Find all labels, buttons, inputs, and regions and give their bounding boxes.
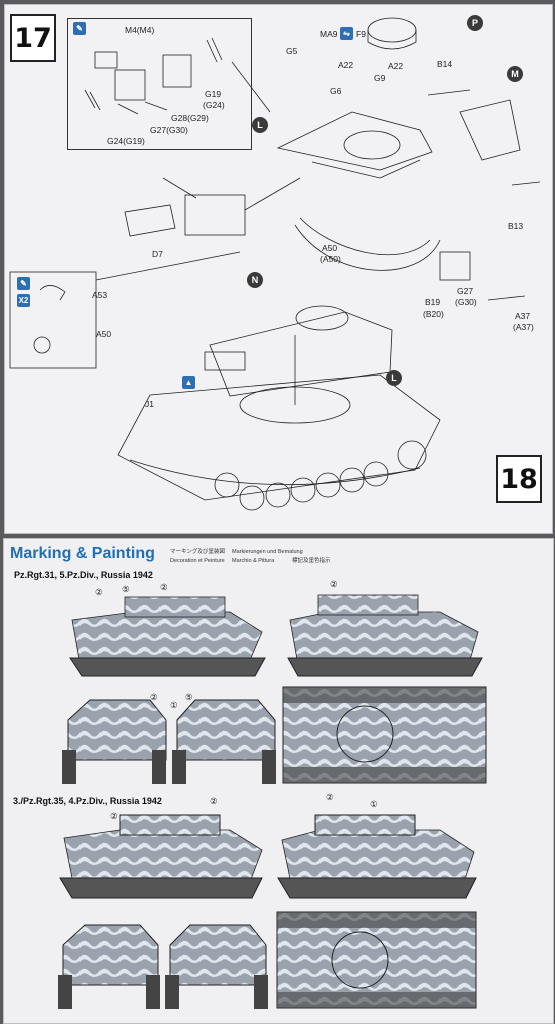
decal-number: ② xyxy=(330,579,338,589)
part-label-b19: B19 xyxy=(425,297,441,307)
part-label-g24-sub: (G24) xyxy=(203,100,225,110)
decal-number: ⑤ xyxy=(185,692,193,702)
decal-number: ⑤ xyxy=(122,584,130,594)
decal-number: ② xyxy=(95,587,103,597)
tank-2-right-side xyxy=(277,814,477,899)
part-label-b13: B13 xyxy=(508,221,524,231)
decal-number: ② xyxy=(110,811,118,821)
callout-l-top: L xyxy=(252,117,268,133)
part-label-a53: A53 xyxy=(92,290,108,300)
decal-number: ① xyxy=(170,700,178,710)
part-label-a22-right: A22 xyxy=(388,61,404,71)
decal-number: ② xyxy=(326,792,334,802)
part-label-g30: (G30) xyxy=(455,297,477,307)
road-wheels xyxy=(214,440,427,511)
tank-2-front xyxy=(58,924,160,1009)
part-label-j1: J1 xyxy=(145,399,154,409)
inset-parts-drawing xyxy=(9,17,541,511)
part-label-a50-sub: (A50) xyxy=(320,254,341,264)
part-label-a50-inset: A50 xyxy=(96,329,112,339)
unit-1-title: Pz.Rgt.31, 5.Pz.Div., Russia 1942 xyxy=(14,570,153,580)
part-label-d7: D7 xyxy=(152,249,163,259)
part-label-a50: A50 xyxy=(322,243,338,253)
paint-icon: ▲ xyxy=(182,376,195,389)
subtitle-cn: 標記及塗色指示 xyxy=(292,558,331,564)
part-label-g28: G28(G29) xyxy=(171,113,209,123)
part-label-b14: B14 xyxy=(437,59,453,69)
callout-l-bottom: L xyxy=(386,370,402,386)
part-label-a37: A37 xyxy=(515,311,531,321)
decal-number: ② xyxy=(150,692,158,702)
marking-title: Marking & Painting xyxy=(10,545,155,562)
decal-number: ① xyxy=(370,799,378,809)
callout-n: N xyxy=(247,272,263,288)
quantity-icon: X2 xyxy=(17,294,30,307)
part-label-a37-sub: (A37) xyxy=(513,322,534,332)
step-17-number: 17 xyxy=(10,14,56,62)
step-18-number: 18 xyxy=(496,455,542,503)
tank-2-left-side xyxy=(59,814,263,899)
part-label-g24: G24(G19) xyxy=(107,136,145,146)
part-label-g5: G5 xyxy=(286,46,298,56)
part-label-f9: F9 xyxy=(356,29,366,39)
part-label-g9: G9 xyxy=(374,73,386,83)
part-label-a22-left: A22 xyxy=(338,60,354,70)
subtitle-it: Marchio & Pittura xyxy=(232,558,275,564)
tank-1-front xyxy=(62,699,167,784)
instruction-page-top xyxy=(4,4,553,534)
part-label-b20: (B20) xyxy=(423,309,444,319)
part-label-m4: M4(M4) xyxy=(125,25,155,35)
tank-1-right-side xyxy=(287,594,483,677)
tank-1-left-side xyxy=(69,596,266,677)
detail-inset-frame xyxy=(67,18,252,150)
part-label-g6: G6 xyxy=(330,86,342,96)
callout-p: P xyxy=(467,15,483,31)
part-label-g27: G27(G30) xyxy=(150,125,188,135)
part-label-g19: G19 xyxy=(205,89,222,99)
glue-icon: ✎ xyxy=(73,22,86,35)
part-label-g27: G27 xyxy=(457,286,474,296)
decal-number: ② xyxy=(210,796,218,806)
tank-1-top xyxy=(282,686,487,784)
tank-1-rear xyxy=(172,699,276,784)
callout-m: M xyxy=(507,66,523,82)
glue-icon-2: ✎ xyxy=(17,277,30,290)
tank-2-top xyxy=(276,911,477,1009)
subtitle-de: Markierungen und Bemalung xyxy=(232,549,303,555)
subtitle-jp: マーキング及び塗装図 xyxy=(170,549,225,555)
decal-number: ② xyxy=(160,582,168,592)
tank-2-rear xyxy=(165,924,268,1009)
subtitle-fr: Decoration et Peinture xyxy=(170,558,225,564)
part-label-ma9: MA9 xyxy=(320,29,338,39)
cement-icon: ⇋ xyxy=(340,27,353,40)
unit-2-title: 3./Pz.Rgt.35, 4.Pz.Div., Russia 1942 xyxy=(13,796,162,806)
